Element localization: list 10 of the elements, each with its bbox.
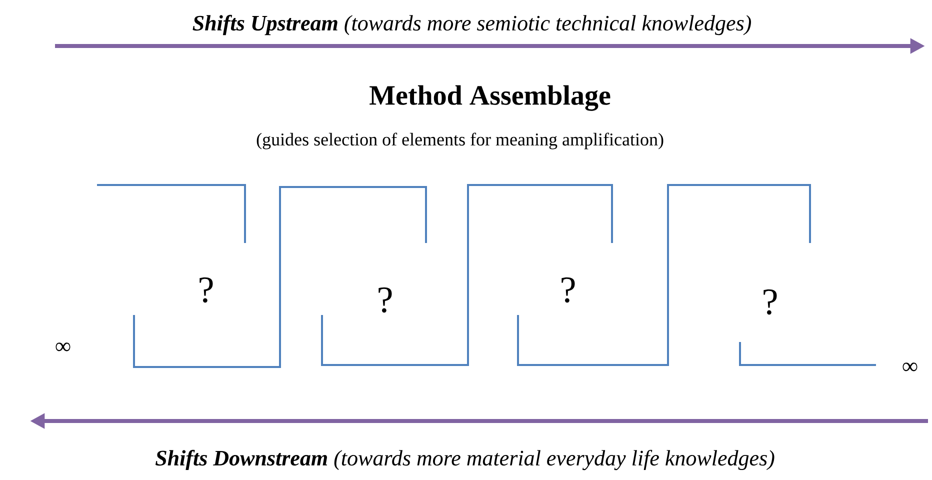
infinity-symbol: ∞ <box>56 342 70 352</box>
question-mark: ? <box>200 277 213 303</box>
arrow-text: Shifts Downstream (towards more material everyday life knowledges) <box>156 450 774 470</box>
subtitle: (guides selection of elements for meaning amplification) <box>256 132 664 150</box>
question-mark: ? <box>764 289 777 315</box>
question-mark: ? <box>562 277 575 303</box>
infinity-symbol: ∞ <box>902 362 918 372</box>
arrow-text: Shifts Upstream (towards more semiotic technical knowledges) <box>192 14 751 36</box>
question-mark: ? <box>378 287 392 313</box>
title: Method Assemblage <box>370 85 610 111</box>
